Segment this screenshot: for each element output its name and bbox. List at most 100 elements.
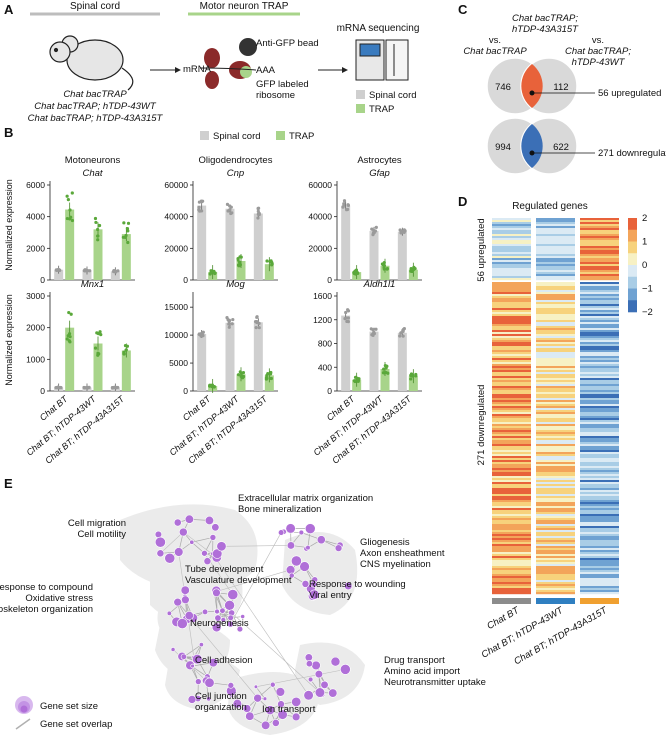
heatmap-row [580, 584, 619, 586]
dot-trap [94, 217, 97, 220]
heatmap-row [536, 304, 575, 306]
heatmap-row [580, 332, 619, 334]
network-node [306, 545, 311, 550]
heatmap-row [536, 310, 575, 312]
heatmap-row [492, 276, 531, 278]
heatmap-row [536, 458, 575, 460]
heatmap-row [580, 408, 619, 410]
heatmap-row [580, 390, 619, 392]
heatmap-row [580, 274, 619, 276]
network-node [190, 540, 194, 544]
heatmap-row [580, 444, 619, 446]
heatmap-row [536, 452, 575, 454]
heatmap-row [536, 444, 575, 446]
heatmap-row [580, 500, 619, 502]
heatmap-row [492, 254, 531, 256]
heatmap-row [536, 456, 575, 458]
heatmap-row [580, 568, 619, 570]
heatmap-row [536, 542, 575, 544]
y-tick-label: 0 [40, 386, 45, 396]
heatmap-row [492, 552, 531, 554]
chart-gene-name: Cnp [227, 168, 244, 179]
heatmap-row [492, 544, 531, 546]
heatmap-row [580, 222, 619, 224]
heatmap-row [580, 564, 619, 566]
dot-trap [240, 256, 243, 259]
ylabel-top: Normalized expression [4, 179, 14, 271]
y-tick-label: 2000 [26, 323, 45, 333]
cluster-label: CNS myelination [360, 559, 431, 570]
heatmap-row [492, 402, 531, 404]
heatmap-row [580, 320, 619, 322]
dot-trap [382, 266, 385, 269]
heatmap-row [536, 580, 575, 582]
network-node [304, 690, 314, 700]
heatmap-row [492, 298, 531, 300]
heatmap-row [536, 514, 575, 516]
heatmap-row [492, 506, 531, 508]
heatmap-row [536, 560, 575, 562]
heatmap-row [536, 554, 575, 556]
bar-spinal [341, 316, 350, 391]
heatmap-row [580, 386, 619, 388]
heatmap-row [492, 446, 531, 448]
bar-spinal [398, 333, 407, 391]
heatmap-row [492, 242, 531, 244]
heatmap-row [580, 368, 619, 370]
heatmap-row [536, 230, 575, 232]
heatmap-row [536, 330, 575, 332]
heatmap-row [580, 532, 619, 534]
heatmap-row [492, 434, 531, 436]
panel-label-e: E [4, 476, 13, 491]
network-node [306, 660, 312, 666]
c-up-right-count: 112 [553, 82, 568, 93]
network-node [287, 542, 295, 550]
heatmap-row [580, 328, 619, 330]
dot-trap [353, 272, 356, 275]
heatmap-row [536, 532, 575, 534]
heatmap-row [492, 290, 531, 292]
heatmap-row [580, 348, 619, 350]
y-tick-label: 60000 [308, 180, 332, 190]
network-node [278, 530, 284, 536]
heatmap-row [492, 436, 531, 438]
heatmap-row [536, 438, 575, 440]
legend-b-spinal-swatch [200, 131, 209, 140]
heatmap-row [580, 288, 619, 290]
heatmap-row [492, 294, 531, 296]
chart-gene-name: Mog [226, 279, 245, 290]
heatmap-row [492, 314, 531, 316]
heatmap-row [492, 390, 531, 392]
y-tick-label: 40000 [164, 212, 188, 222]
heatmap-row [492, 306, 531, 308]
cluster-label: Cell migration [68, 518, 126, 529]
heatmap-row [492, 334, 531, 336]
arrow-a2-head [342, 67, 348, 73]
y-tick-label: 5000 [169, 358, 188, 368]
heatmap-row [492, 312, 531, 314]
heatmap-row [492, 510, 531, 512]
dot-trap [97, 352, 100, 355]
heatmap-row [580, 304, 619, 306]
heatmap-row [492, 368, 531, 370]
bar-spinal [370, 332, 379, 391]
legend-overlap-icon [16, 719, 30, 729]
heatmap-row [580, 528, 619, 530]
heatmap-row [492, 342, 531, 344]
heatmap-row [536, 546, 575, 548]
heatmap-row [580, 372, 619, 374]
heatmap-row [492, 358, 531, 360]
y-tick-label: 800 [318, 339, 332, 349]
heatmap-row [536, 558, 575, 560]
heatmap-row [580, 314, 619, 316]
heatmap-row [492, 464, 531, 466]
network-node [165, 553, 175, 563]
y-tick-label: 2000 [26, 243, 45, 253]
heatmap-row [536, 440, 575, 442]
heatmap-row [536, 468, 575, 470]
c-vs-right-1: vs. [592, 35, 604, 46]
heatmap-row [492, 396, 531, 398]
heatmap-row [580, 542, 619, 544]
dot-spinal [375, 226, 378, 229]
heatmap-row [580, 466, 619, 468]
